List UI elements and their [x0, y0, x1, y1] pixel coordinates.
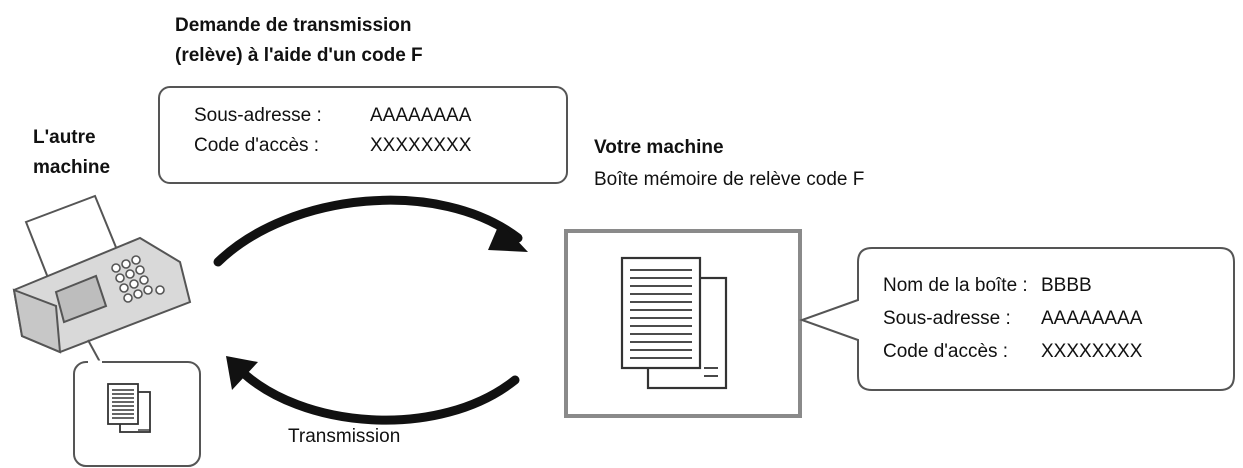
- request-title-line2: (relève) à l'aide d'un code F: [175, 45, 423, 66]
- box-passcode-label: Code d'accès :: [883, 341, 1009, 362]
- request-sub-address-value: AAAAAAAA: [370, 105, 472, 126]
- stored-docs-icon: [620, 256, 728, 390]
- other-machine-label-line1: L'autre: [33, 127, 96, 148]
- transmission-label: Transmission: [288, 426, 401, 447]
- request-arrow: [213, 195, 523, 267]
- request-title-line1: Demande de transmission: [175, 15, 412, 36]
- box-name-value: BBBB: [1041, 275, 1092, 296]
- your-machine-title: Votre machine: [594, 137, 724, 158]
- fax-pointer-line: [87, 339, 101, 363]
- box-sub-address-value: AAAAAAAA: [1041, 308, 1143, 329]
- box-passcode-value: XXXXXXXX: [1041, 341, 1143, 362]
- your-machine-subtitle: Boîte mémoire de relève code F: [594, 169, 865, 190]
- request-passcode-value: XXXXXXXX: [370, 135, 472, 156]
- received-docs-icon: [107, 383, 151, 433]
- other-machine-label-line2: machine: [33, 157, 111, 178]
- request-bubble: Sous-adresse : AAAAAAAA Code d'accès : X…: [158, 86, 568, 184]
- request-sub-address-label: Sous-adresse :: [194, 105, 322, 126]
- box-info-bubble: [799, 247, 1235, 391]
- transmission-arrow: [233, 363, 520, 425]
- box-name-label: Nom de la boîte :: [883, 275, 1028, 296]
- box-sub-address-label: Sous-adresse :: [883, 308, 1011, 329]
- fax-machine-icon: [12, 194, 192, 354]
- request-passcode-label: Code d'accès :: [194, 135, 320, 156]
